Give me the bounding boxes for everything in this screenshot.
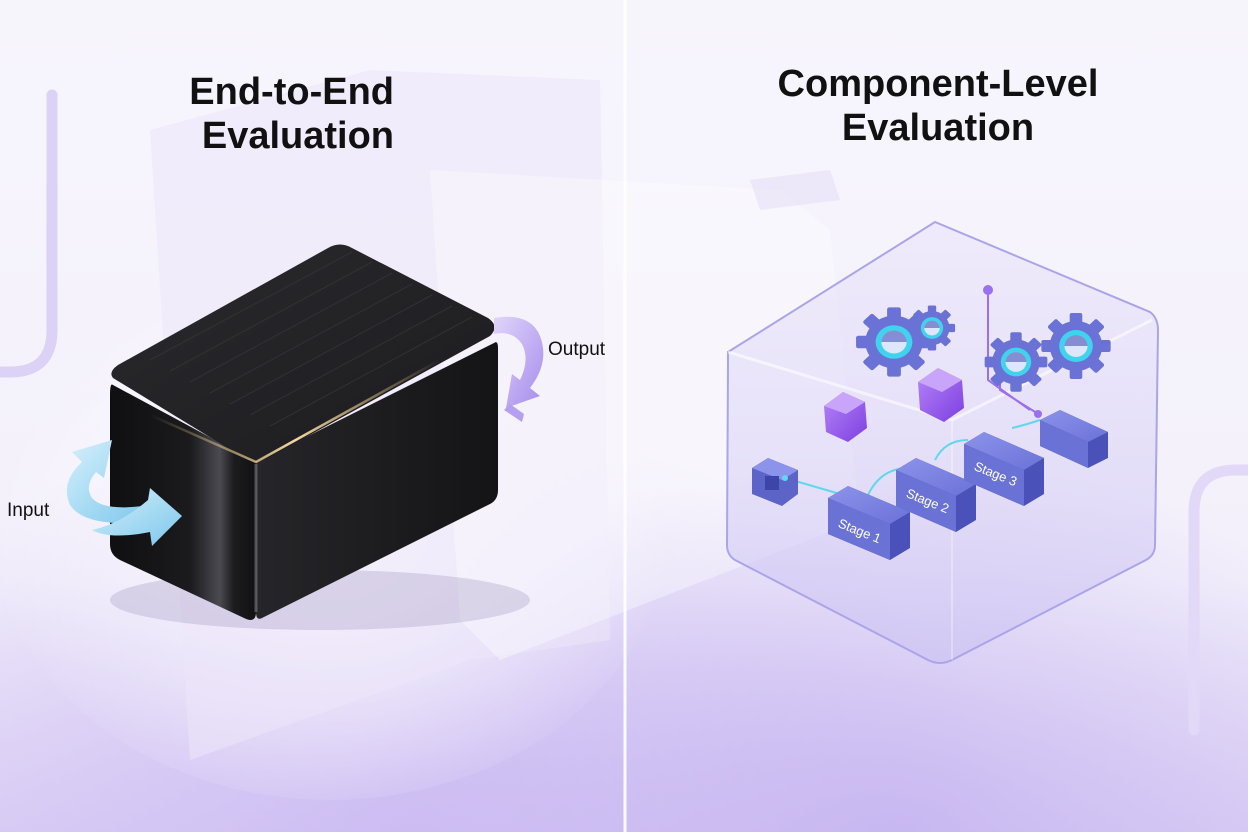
- hexagon-module-1: [824, 392, 867, 442]
- output-arrow-icon: [494, 316, 544, 422]
- end-to-end-title: End-to-End Evaluation: [150, 70, 394, 158]
- decorative-curve-right: [1188, 464, 1248, 736]
- end-to-end-title-line-1: End-to-End: [189, 71, 394, 113]
- gear-icon-2: [908, 305, 956, 351]
- component-level-title: Component-Level Evaluation: [740, 62, 1136, 150]
- stage-block-3: Stage 3: [964, 432, 1044, 506]
- component-level-title-line-1: Component-Level: [777, 63, 1099, 105]
- hexagon-module-2: [918, 368, 964, 422]
- input-port: [752, 458, 798, 506]
- output-block: [1040, 410, 1108, 468]
- gear-icon-4: [1041, 313, 1111, 379]
- glass-cube: [725, 220, 1160, 664]
- stage-block-2: Stage 2: [896, 458, 976, 532]
- output-label: Output: [548, 339, 606, 360]
- decorative-curve-left: [0, 89, 58, 378]
- end-to-end-title-line-2: Evaluation: [201, 115, 394, 157]
- input-label: Input: [7, 500, 50, 521]
- component-level-title-line-2: Evaluation: [841, 107, 1035, 149]
- gear-icon-3: [984, 332, 1048, 392]
- wire-node: [983, 285, 993, 295]
- black-box: [110, 244, 530, 630]
- input-arrow-icon: [66, 440, 182, 546]
